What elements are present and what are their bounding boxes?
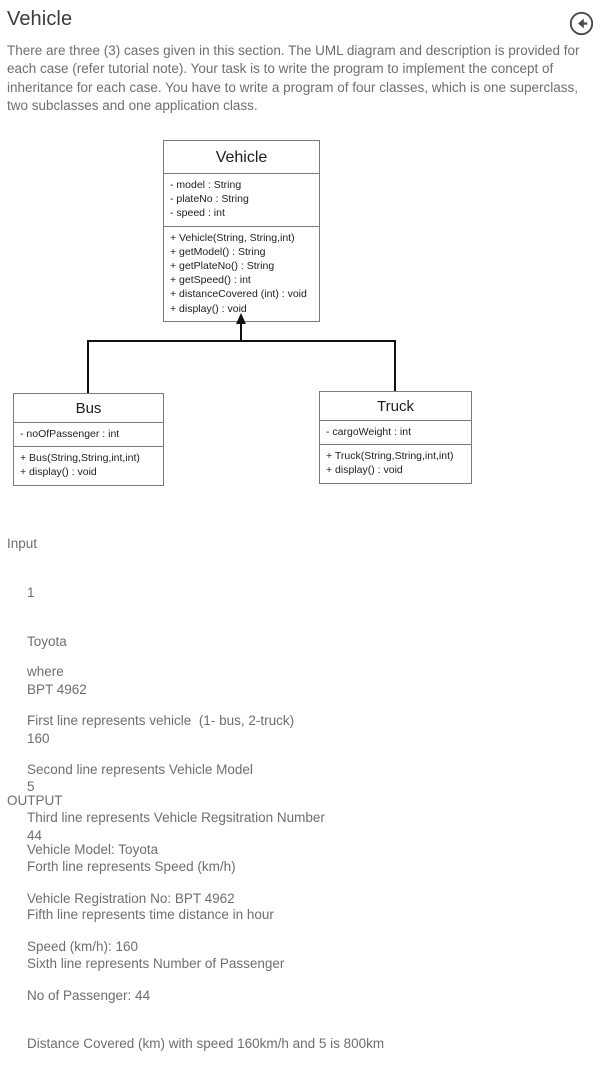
uml-class-vehicle: Vehicle - model : String - plateNo : Str… bbox=[163, 140, 320, 322]
uml-method: + display() : void bbox=[20, 466, 97, 479]
uml-method: + getPlateNo() : String bbox=[170, 260, 275, 273]
back-circle-arrow-icon[interactable] bbox=[569, 11, 594, 36]
where-line: Second line represents Vehicle Model bbox=[27, 761, 253, 777]
input-line: BPT 4962 bbox=[27, 682, 87, 698]
uml-attributes-section: - cargoWeight : int bbox=[320, 421, 471, 446]
where-line: First line represents vehicle (1- bus, 2… bbox=[27, 713, 295, 729]
uml-method: + Vehicle(String, String,int) bbox=[170, 231, 295, 244]
uml-method: + Truck(String,String,int,int) bbox=[326, 450, 454, 463]
uml-attributes-section: - model : String - plateNo : String - sp… bbox=[164, 174, 319, 227]
page-header: Vehicle bbox=[0, 0, 602, 40]
inheritance-branch-left-line bbox=[87, 340, 89, 394]
uml-methods-section: + Bus(String,String,int,int) + display()… bbox=[14, 447, 163, 484]
uml-attribute: - cargoWeight : int bbox=[326, 426, 412, 438]
back-arrow-svg bbox=[569, 11, 594, 36]
where-line: Third line represents Vehicle Regsitrati… bbox=[27, 810, 325, 826]
output-line: Distance Covered (km) with speed 160km/h… bbox=[27, 1036, 385, 1052]
inheritance-horizontal-line bbox=[88, 340, 396, 342]
where-line: Forth line represents Speed (km/h) bbox=[27, 858, 236, 874]
input-line: 160 bbox=[27, 730, 50, 746]
output-line: No of Passenger: 44 bbox=[27, 987, 151, 1003]
input-section: Input 1 Toyota BPT 4962 160 5 44 bbox=[7, 504, 87, 860]
uml-diagram: Vehicle - model : String - plateNo : Str… bbox=[0, 130, 602, 500]
uml-method: + Bus(String,String,int,int) bbox=[20, 452, 140, 465]
uml-attribute: - plateNo : String bbox=[170, 193, 249, 206]
output-heading: OUTPUT bbox=[7, 793, 63, 809]
uml-class-bus: Bus - noOfPassenger : int + Bus(String,S… bbox=[13, 393, 164, 486]
output-line: Vehicle Registration No: BPT 4962 bbox=[27, 890, 235, 906]
uml-methods-section: + Truck(String,String,int,int) + display… bbox=[320, 445, 471, 482]
output-section: OUTPUT Vehicle Model: Toyota Vehicle Reg… bbox=[7, 761, 384, 1069]
input-line: 44 bbox=[27, 828, 43, 844]
uml-attribute: - model : String bbox=[170, 179, 242, 191]
uml-method: + getModel() : String bbox=[170, 245, 266, 258]
inheritance-arrowhead-icon bbox=[236, 313, 246, 324]
uml-method: + distanceCovered (int) : void bbox=[170, 288, 307, 301]
uml-class-name: Truck bbox=[320, 392, 471, 421]
uml-attribute: - speed : int bbox=[170, 207, 225, 220]
uml-method: + display() : void bbox=[326, 464, 403, 477]
input-line: 1 bbox=[27, 585, 35, 601]
inheritance-branch-right-line bbox=[394, 340, 396, 392]
input-heading: Input bbox=[7, 536, 38, 552]
where-heading: where bbox=[27, 664, 64, 680]
output-line: Vehicle Model: Toyota bbox=[27, 842, 159, 858]
inheritance-stem-line bbox=[240, 324, 242, 342]
uml-method: + display() : void bbox=[170, 302, 247, 315]
uml-attributes-section: - noOfPassenger : int bbox=[14, 423, 163, 448]
input-line: Toyota bbox=[27, 633, 67, 649]
input-line: 5 bbox=[27, 779, 35, 795]
uml-methods-section: + Vehicle(String, String,int) + getModel… bbox=[164, 227, 319, 321]
uml-method: + getSpeed() : int bbox=[170, 274, 251, 287]
page-title: Vehicle bbox=[7, 8, 73, 30]
output-line: Speed (km/h): 160 bbox=[27, 939, 139, 955]
uml-attribute: - noOfPassenger : int bbox=[20, 428, 120, 440]
uml-class-name: Bus bbox=[14, 394, 163, 423]
intro-paragraph: There are three (3) cases given in this … bbox=[7, 43, 580, 114]
uml-class-truck: Truck - cargoWeight : int + Truck(String… bbox=[319, 391, 472, 484]
uml-class-name: Vehicle bbox=[164, 141, 319, 174]
